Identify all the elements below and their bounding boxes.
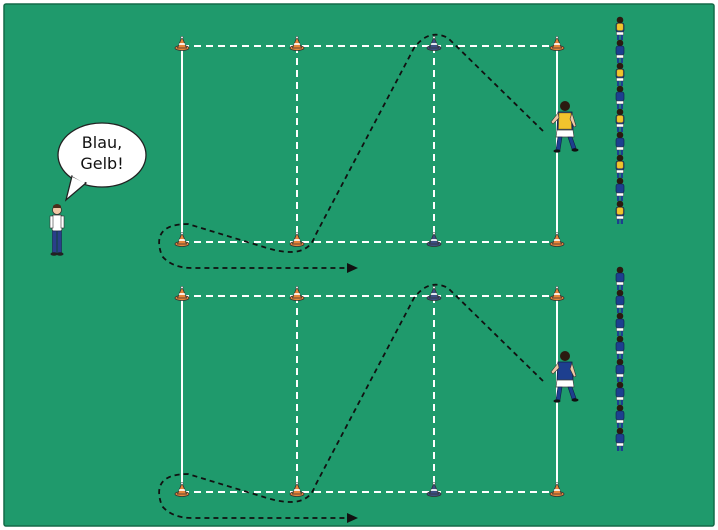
speech-line-2: Gelb! — [80, 154, 123, 173]
pitch-background — [4, 4, 714, 526]
speech-line-1: Blau, — [82, 133, 122, 152]
